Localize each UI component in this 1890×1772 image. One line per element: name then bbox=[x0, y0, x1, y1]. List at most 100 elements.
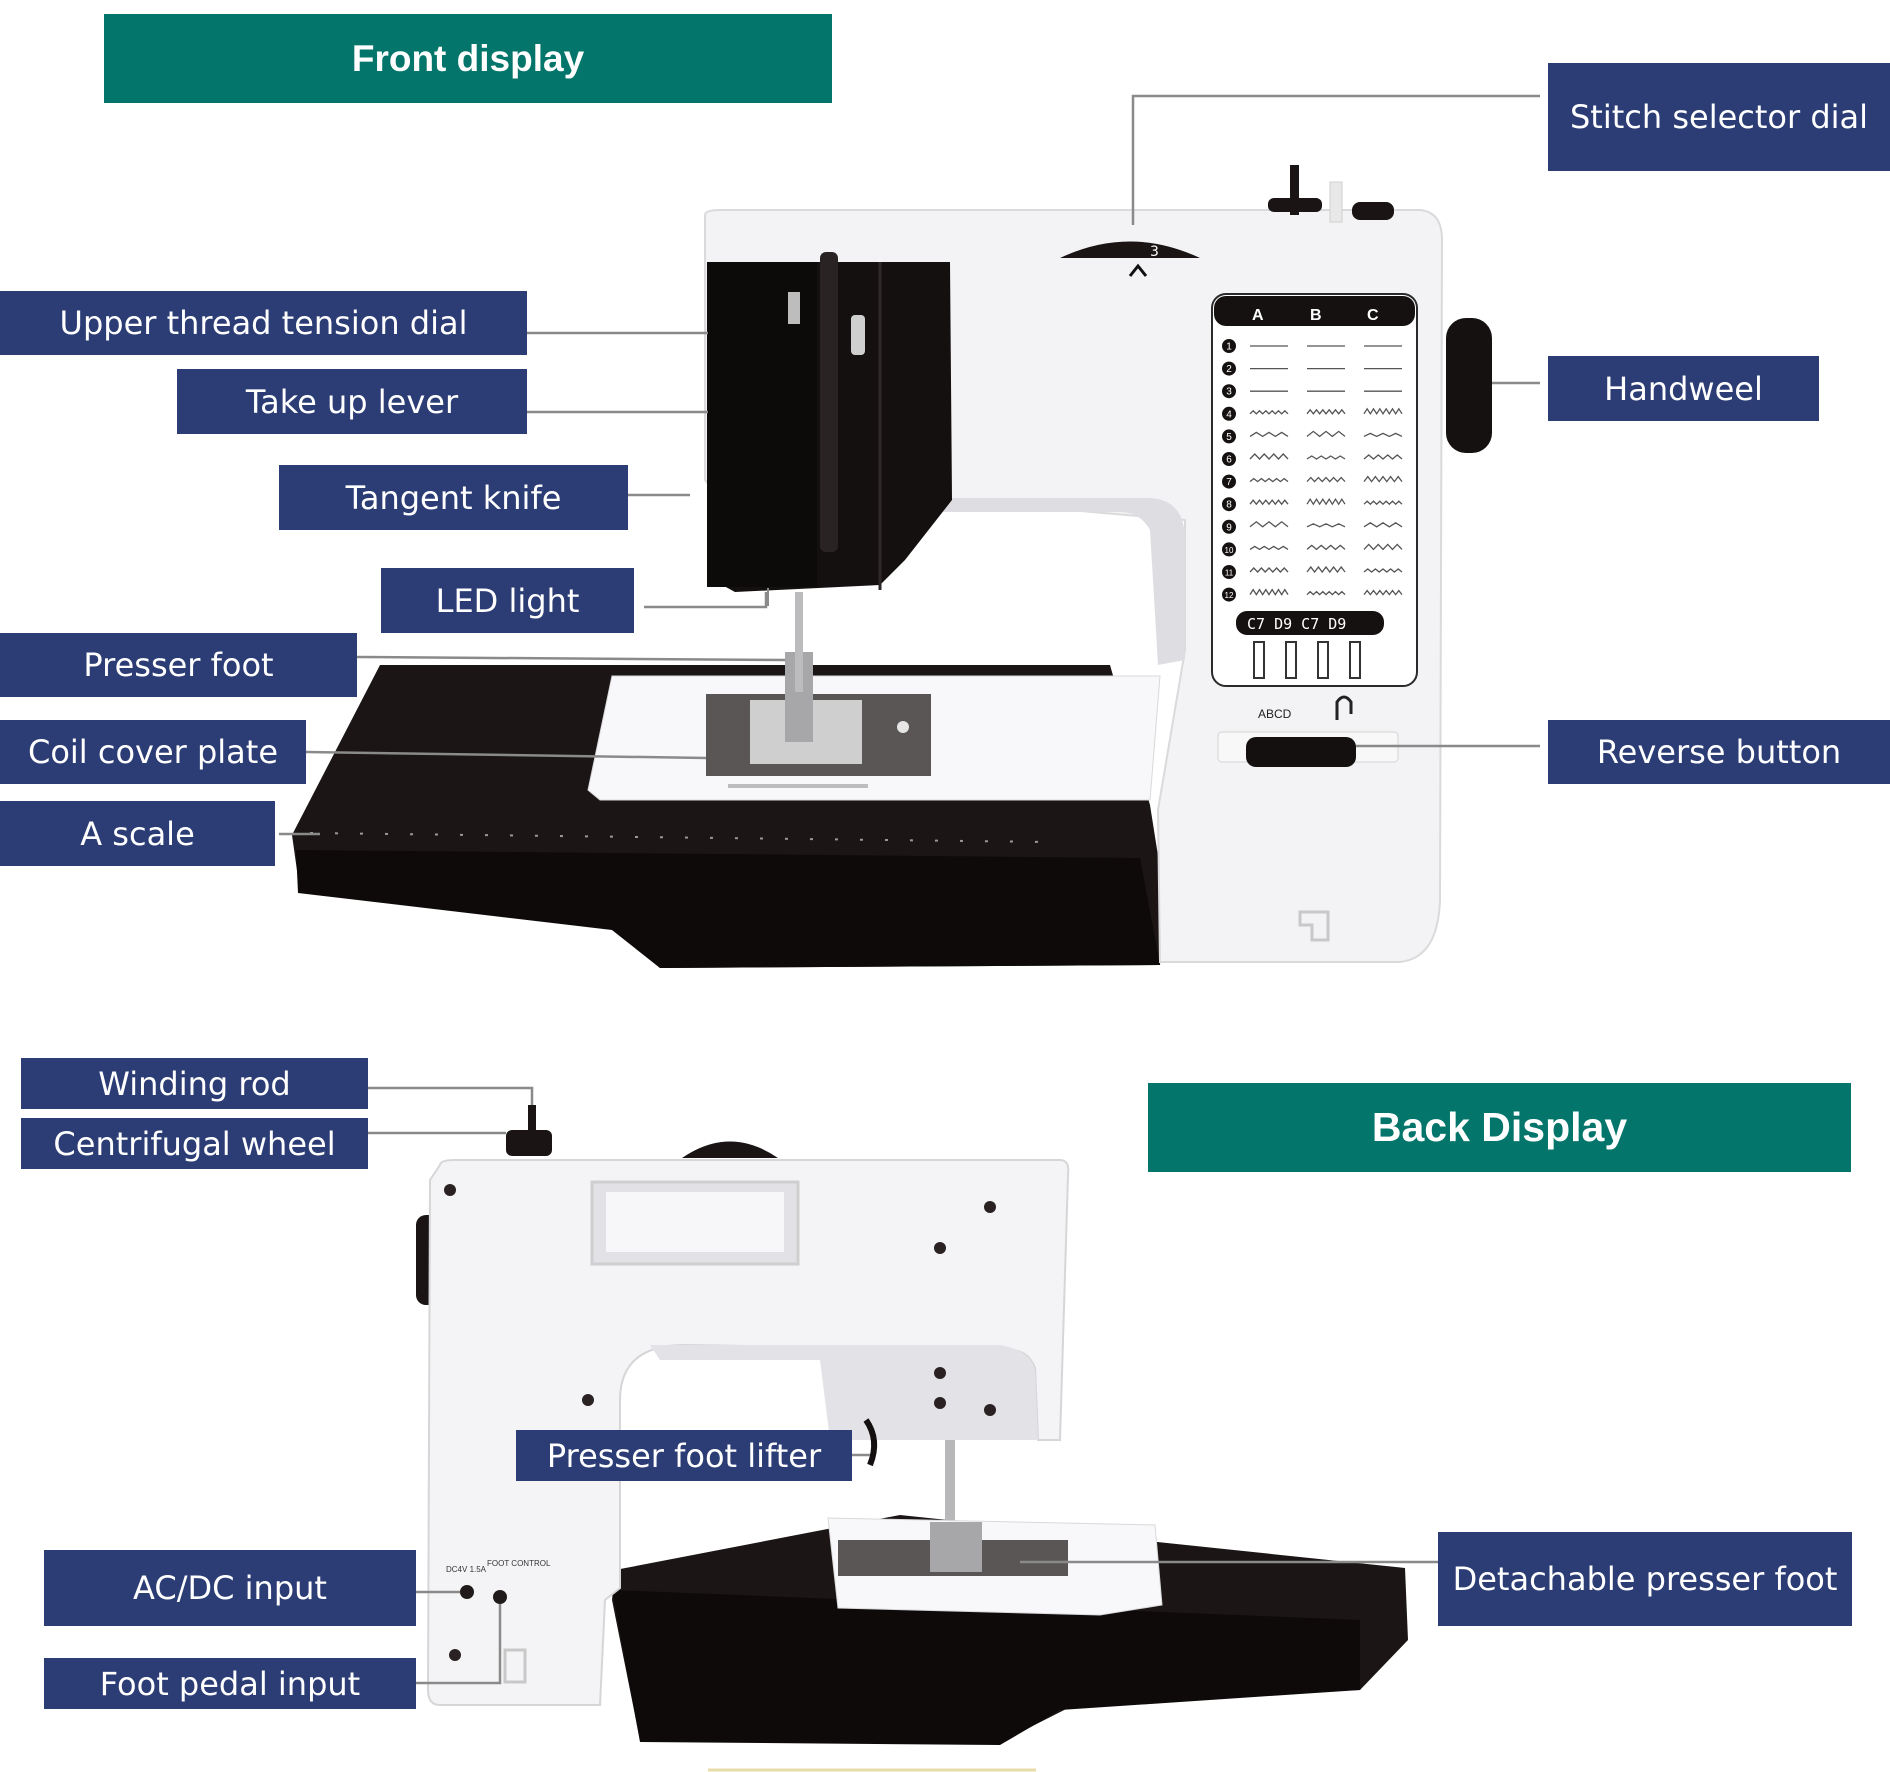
stitch-pattern-glyph bbox=[1249, 545, 1289, 551]
label-upper-thread-tension-dial: Upper thread tension dial bbox=[0, 291, 527, 355]
dial-pointer bbox=[1128, 263, 1148, 277]
stitch-pattern-glyph bbox=[1249, 409, 1289, 415]
label-tangent-knife: Tangent knife bbox=[279, 465, 628, 530]
leader-stitch-selector bbox=[1131, 94, 1540, 225]
needle-bar bbox=[795, 592, 803, 692]
stitch-pattern-glyph bbox=[1306, 476, 1346, 483]
leader-led-light bbox=[644, 592, 768, 609]
stitch-pattern-glyph bbox=[1306, 430, 1346, 438]
stitch-row-number: 9 bbox=[1226, 522, 1232, 533]
stitch-pattern-glyph bbox=[1306, 497, 1346, 506]
take-up-lever-slot bbox=[820, 252, 838, 552]
back-screw-5 bbox=[934, 1397, 946, 1409]
stitch-row-marker bbox=[1222, 361, 1236, 376]
back-foot-notch bbox=[503, 1648, 527, 1684]
back-handwheel-top bbox=[682, 1141, 778, 1158]
label-take-up-lever: Take up lever bbox=[177, 369, 527, 434]
stitch-pattern-glyph bbox=[1363, 522, 1403, 528]
dc-port-label: DC4V 1.5A bbox=[446, 1565, 487, 1574]
leader-presser-foot bbox=[356, 655, 786, 662]
stitch-pattern-glyph bbox=[1249, 499, 1289, 506]
stitch-pattern-glyph bbox=[1306, 544, 1346, 551]
stitch-pattern-glyph bbox=[1363, 407, 1403, 416]
spool-pin bbox=[1290, 165, 1299, 215]
plate-screw bbox=[897, 721, 909, 733]
stitch-row-marker bbox=[1222, 497, 1236, 512]
label-detachable-presser-foot: Detachable presser foot bbox=[1438, 1532, 1852, 1626]
stitch-row-number: 2 bbox=[1226, 364, 1232, 375]
stitch-row-marker bbox=[1222, 406, 1236, 421]
stitch-row-number: 6 bbox=[1226, 455, 1232, 466]
label-coil-cover-plate: Coil cover plate bbox=[0, 720, 306, 784]
label-foot-pedal-input: Foot pedal input bbox=[44, 1658, 416, 1709]
back-screw-6 bbox=[984, 1404, 996, 1416]
stitch-pattern-glyph bbox=[1306, 523, 1346, 528]
stitch-pattern-glyph bbox=[1249, 431, 1289, 438]
stitch-pattern-glyph bbox=[1363, 475, 1403, 483]
front-display-header: Front display bbox=[104, 14, 832, 103]
back-needle-bar bbox=[945, 1440, 955, 1560]
back-spool-pin bbox=[528, 1105, 536, 1135]
head-panel-left bbox=[707, 262, 817, 587]
stitch-pattern-glyph bbox=[1249, 567, 1289, 573]
stitch-pattern-glyph bbox=[1363, 543, 1403, 551]
stitch-pattern-glyph bbox=[1249, 453, 1289, 460]
leader-lines bbox=[279, 94, 1540, 1685]
stitch-row-marker bbox=[1222, 474, 1236, 489]
front-arm-opening bbox=[930, 498, 1185, 665]
leader-winding-rod bbox=[368, 1086, 534, 1105]
foot-control-port-label: FOOT CONTROL bbox=[487, 1559, 551, 1568]
stitch-row-marker bbox=[1222, 565, 1236, 579]
tension-indicator bbox=[851, 315, 865, 355]
handwheel bbox=[1446, 318, 1492, 453]
stitch-code-bar bbox=[1236, 611, 1384, 635]
stitch-row-marker bbox=[1222, 452, 1236, 466]
label-led-light: LED light bbox=[381, 568, 634, 633]
label-handweel: Handweel bbox=[1548, 356, 1819, 421]
foot-pedal-port bbox=[493, 1590, 507, 1604]
label-reverse-button: Reverse button bbox=[1548, 720, 1890, 784]
front-table-edge bbox=[296, 850, 1160, 968]
label-presser-foot-lifter: Presser foot lifter bbox=[516, 1430, 852, 1481]
back-presser-lifter bbox=[863, 1418, 878, 1467]
stitch-col-c: C bbox=[1367, 307, 1379, 324]
stitch-pattern-glyph bbox=[1363, 432, 1403, 438]
stitch-row-marker bbox=[1222, 542, 1236, 557]
buttonhole-letters: ABCD bbox=[1258, 707, 1292, 721]
stitch-pattern-glyph bbox=[1306, 590, 1346, 596]
stitch-pattern-glyph bbox=[1306, 408, 1346, 415]
reverse-lever bbox=[1246, 737, 1356, 767]
spool-base bbox=[1268, 198, 1322, 212]
stitch-chart-header bbox=[1214, 296, 1415, 326]
back-machine-illustration: DC4V 1.5A FOOT CONTROL bbox=[416, 1105, 1408, 1772]
stitch-row-number: 8 bbox=[1226, 500, 1232, 511]
stitch-codes: C7 D9 C7 D9 bbox=[1247, 615, 1346, 633]
ac-dc-port bbox=[460, 1585, 474, 1599]
back-winder bbox=[506, 1130, 552, 1156]
stitch-row-number: 4 bbox=[1226, 409, 1232, 420]
back-screw-2 bbox=[984, 1201, 996, 1213]
stitch-pattern-glyph bbox=[1363, 589, 1403, 596]
stitch-col-b: B bbox=[1310, 307, 1322, 324]
stitch-chart-panel bbox=[1211, 293, 1418, 687]
stitch-row-marker bbox=[1222, 587, 1236, 602]
stitch-row-number: 11 bbox=[1225, 569, 1234, 578]
tension-dial-marks bbox=[788, 292, 800, 324]
stitch-row-number: 1 bbox=[1226, 342, 1232, 353]
stitch-row-number: 12 bbox=[1225, 591, 1234, 600]
stitch-pattern-glyph bbox=[1363, 500, 1403, 506]
stitch-row-marker bbox=[1222, 384, 1236, 399]
label-winding-rod: Winding rod bbox=[21, 1058, 368, 1109]
winder-cap bbox=[1352, 202, 1394, 220]
stitch-row-number: 7 bbox=[1226, 477, 1232, 488]
back-screw-8 bbox=[449, 1649, 461, 1661]
stitch-row-marker bbox=[1222, 519, 1236, 534]
stitch-row-number: 10 bbox=[1225, 546, 1234, 555]
stitch-col-a: A bbox=[1252, 307, 1264, 324]
label-stitch-selector-dial: Stitch selector dial bbox=[1548, 63, 1890, 171]
detachable-presser-foot-shape bbox=[930, 1522, 982, 1572]
stitch-row-number: 3 bbox=[1226, 387, 1232, 398]
